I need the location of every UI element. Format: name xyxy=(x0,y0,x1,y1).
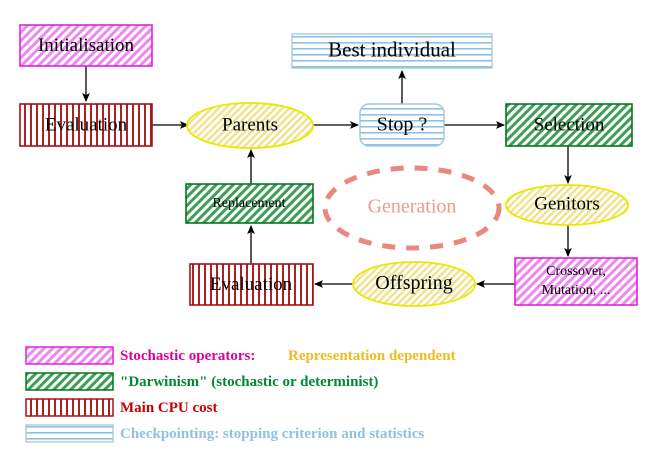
node-crossover-mutation-label-line2: Mutation, ... xyxy=(542,283,611,298)
node-offspring[interactable]: Offspring xyxy=(352,261,476,307)
node-evaluation-bottom-label: Evaluation xyxy=(210,274,293,295)
node-evaluation-top[interactable]: Evaluation xyxy=(19,103,153,147)
legend-row-darwinism: "Darwinism" (stochastic or determinist) xyxy=(25,372,378,391)
legend-row-checkpoint: Checkpointing: stopping criterion and st… xyxy=(25,424,424,443)
node-best-individual[interactable]: Best individual xyxy=(291,33,493,69)
node-crossover-mutation[interactable]: Crossover, Mutation, ... xyxy=(514,257,638,306)
node-crossover-mutation-label-line1: Crossover, xyxy=(546,264,606,279)
node-offspring-label: Offspring xyxy=(375,272,452,294)
legend-swatch-cpu xyxy=(25,398,114,417)
node-crossover-mutation-shape xyxy=(514,257,638,306)
node-genitors-shape xyxy=(505,184,629,226)
legend-label-representation: Representation dependent xyxy=(288,348,456,364)
node-parents[interactable]: Parents xyxy=(186,102,314,149)
node-parents-shape xyxy=(186,102,314,149)
node-selection-label: Selection xyxy=(534,114,605,135)
legend-label-checkpoint: Checkpointing: stopping criterion and st… xyxy=(120,426,424,442)
node-genitors[interactable]: Genitors xyxy=(505,184,629,226)
generation-label: Generation xyxy=(368,196,457,218)
legend-row-stochastic: Stochastic operators: Representation dep… xyxy=(25,346,456,365)
node-initialisation[interactable]: Initialisation xyxy=(19,24,153,67)
legend-label-cpu: Main CPU cost xyxy=(120,400,218,416)
node-evaluation-top-label: Evaluation xyxy=(45,114,128,135)
legend: Stochastic operators: Representation dep… xyxy=(25,346,456,443)
node-stop[interactable]: Stop ? xyxy=(359,103,445,147)
legend-swatch-darwinism xyxy=(25,372,114,391)
node-parents-label: Parents xyxy=(222,114,278,135)
node-best-individual-label: Best individual xyxy=(328,37,456,61)
node-evaluation-top-shape xyxy=(19,103,153,147)
legend-swatch-checkpoint xyxy=(25,424,114,443)
legend-label-stochastic: Stochastic operators: xyxy=(120,348,255,364)
node-replacement-label: Replacement xyxy=(212,196,285,211)
node-initialisation-shape xyxy=(19,24,153,67)
node-offspring-shape xyxy=(352,261,476,307)
node-initialisation-label: Initialisation xyxy=(38,35,135,56)
legend-swatch-stochastic xyxy=(25,346,114,365)
node-replacement[interactable]: Replacement xyxy=(185,183,314,224)
node-selection-shape xyxy=(505,103,633,147)
node-stop-shape xyxy=(359,103,445,147)
node-best-individual-shape xyxy=(291,33,493,69)
node-genitors-label: Genitors xyxy=(534,193,599,214)
node-replacement-shape xyxy=(185,183,314,224)
legend-label-darwinism: "Darwinism" (stochastic or determinist) xyxy=(120,374,378,390)
node-evaluation-bottom[interactable]: Evaluation xyxy=(189,263,314,306)
edges-layer xyxy=(82,66,572,288)
node-generation-annotation: Generation xyxy=(322,165,502,251)
node-stop-label: Stop ? xyxy=(377,114,428,136)
node-evaluation-bottom-shape xyxy=(189,263,314,306)
generation-dashed-ellipse xyxy=(322,165,502,251)
node-selection[interactable]: Selection xyxy=(505,103,633,147)
legend-row-cpu: Main CPU cost xyxy=(25,398,218,417)
